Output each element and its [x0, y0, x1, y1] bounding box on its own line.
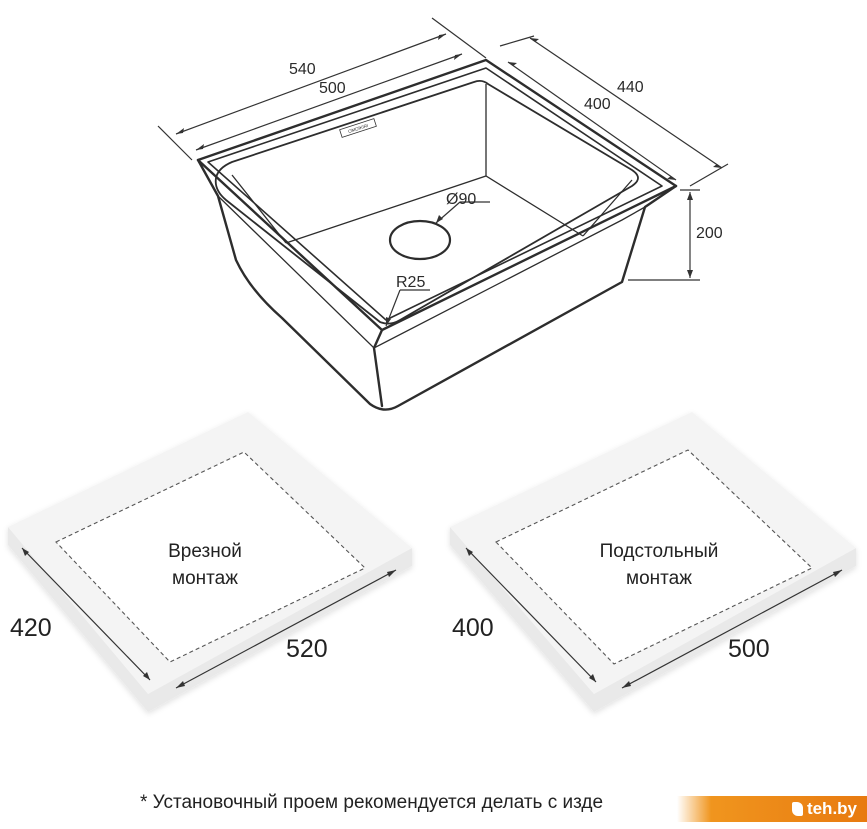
cutout-1-title-2: монтаж: [172, 568, 238, 589]
cutout-1-depth: 420: [10, 614, 52, 642]
sink-bowl-back: [285, 175, 584, 244]
dim-200-label: 200: [696, 225, 723, 242]
cutout-inset: [8, 412, 412, 712]
sink-rim-inner: [207, 67, 663, 321]
slab-2-side: [450, 527, 856, 712]
watermark-text: teh.by: [806, 799, 857, 818]
brand-label: OMOIKIRI: [348, 123, 369, 134]
dim-440-label: 440: [617, 79, 644, 96]
cutout-1-width: 520: [286, 635, 328, 663]
sink-drawing: OMOIKIRI 540 500 440 400: [157, 17, 729, 411]
sink-bowl-top: [214, 79, 639, 325]
dim-radius-label: R25: [396, 274, 425, 291]
sink-body-front: [372, 328, 384, 408]
dim-400-label: 400: [584, 96, 611, 113]
leaf-icon: [791, 802, 803, 816]
dim-200: 200: [628, 189, 723, 281]
slab-1-side: [8, 527, 412, 712]
slab-1-top: [8, 412, 412, 694]
cutout-2-depth: 400: [452, 614, 494, 642]
dim-400: 400: [507, 61, 677, 181]
slab-2-top: [450, 412, 856, 694]
cutout-1-dims: 420 520: [10, 547, 397, 689]
drain-hole: [388, 219, 452, 261]
slab-2-hole: [496, 450, 812, 664]
dim-500-label: 500: [319, 80, 346, 97]
dim-540-label: 540: [289, 61, 316, 78]
cutout-2-dashes: [495, 449, 813, 665]
cutout-1-title-1: Врезной: [168, 541, 242, 562]
teh-by-watermark: teh.by: [677, 796, 867, 822]
cutout-1-dashes: [55, 451, 366, 663]
dim-540: 540: [157, 17, 487, 161]
cutout-2-width: 500: [728, 635, 770, 663]
sink-body-left: [217, 195, 646, 349]
brand-plate: [339, 118, 377, 138]
dim-drain-label: Ø90: [446, 191, 476, 208]
cutout-undermount: [450, 412, 856, 712]
dim-drain: Ø90: [435, 191, 490, 224]
installation-footnote: * Установочный проем рекомендуется делат…: [140, 792, 604, 813]
sink-bowl-back-left: [231, 174, 287, 244]
dim-500: 500: [195, 53, 463, 151]
cutout-2-title-2: монтаж: [626, 568, 692, 589]
sink-body: [196, 158, 678, 411]
dim-440: 440: [499, 35, 729, 187]
sink-bowl-floor-front: [582, 179, 633, 237]
cutout-2-title-1: Подстольный: [600, 541, 719, 562]
cutout-2-dims: 400 500: [452, 547, 843, 689]
slab-1-hole: [56, 452, 365, 662]
dim-radius: R25: [385, 274, 430, 327]
